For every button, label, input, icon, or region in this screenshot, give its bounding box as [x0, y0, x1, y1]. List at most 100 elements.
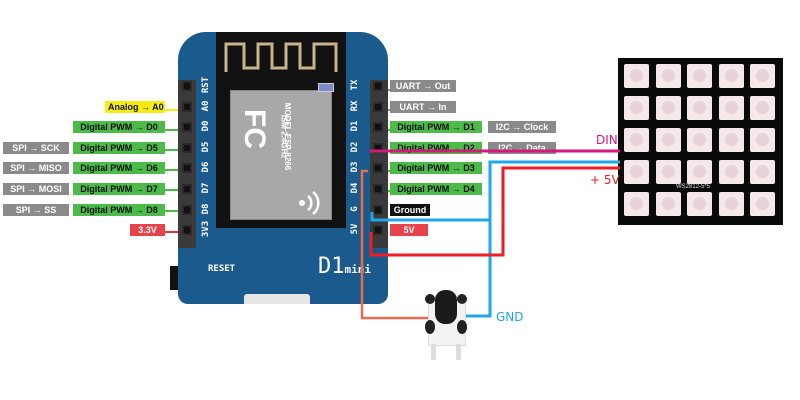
button-foot-br [457, 320, 467, 334]
label-d0: Digital PWM → D0 [73, 121, 165, 134]
led-pixel [655, 128, 681, 152]
alt-label-d2: I2C → Data [488, 141, 556, 154]
button-cap [435, 290, 457, 324]
led-lens [724, 101, 738, 114]
pin-d4 [373, 184, 383, 194]
led-lens [693, 101, 706, 114]
led-pixel [655, 64, 681, 88]
pin-d8 [182, 204, 192, 215]
button-foot-tr [457, 294, 467, 304]
led-pixel [718, 128, 744, 152]
led-pixel [718, 64, 744, 88]
board-name-sub: mini [344, 263, 372, 276]
alt-label-d1: I2C → Clock [488, 121, 556, 134]
led-pixel [624, 96, 649, 120]
led-lens [630, 197, 643, 210]
pin-3v3 [182, 225, 192, 236]
pin-d7 [182, 184, 192, 194]
led-pixel [750, 64, 775, 88]
button-foot-bl [425, 320, 435, 334]
led-pixel [687, 160, 712, 184]
reset-button[interactable] [170, 266, 178, 290]
led-lens [630, 69, 643, 82]
led-lens [630, 101, 643, 114]
led-pixel [655, 160, 681, 184]
led-lens [693, 69, 706, 82]
label-tx: UART → Out [390, 80, 456, 92]
button-foot-tl [425, 294, 435, 304]
led-indicator [318, 83, 334, 92]
push-button[interactable] [425, 290, 467, 362]
led-pixel [750, 160, 775, 184]
button-leg-right [456, 344, 461, 360]
led-lens [661, 69, 675, 82]
button-leg-left [431, 344, 436, 360]
esp8266-module [230, 90, 332, 220]
led-pixel [718, 160, 744, 184]
led-lens [756, 69, 769, 82]
alt-label-d7: SPI → MOSI [3, 183, 69, 195]
pin-d1 [373, 122, 383, 133]
led-pixel [687, 96, 712, 120]
pin-g [373, 204, 383, 215]
antenna-area [216, 32, 346, 80]
led-lens [661, 165, 675, 178]
led-lens [693, 165, 706, 178]
board-name-main: D1 [318, 254, 345, 279]
pin-5v [373, 225, 383, 236]
reset-label: RESET [208, 264, 236, 274]
pin-d2 [373, 142, 383, 153]
pin-rst [182, 81, 192, 91]
led-pixel [718, 192, 744, 216]
fc-logo: FC [238, 109, 271, 149]
led-pixel [750, 192, 775, 216]
module-line-2: ISM 2.4GHz [279, 114, 289, 159]
led-lens [693, 197, 706, 210]
label-g: Ground [390, 203, 430, 216]
led-pixel [655, 192, 681, 216]
led-pixel [750, 128, 775, 152]
led-pixel [655, 96, 681, 120]
gnd-label: GND [496, 310, 524, 324]
label-d2: Digital PWM → D2 [390, 141, 482, 154]
label-d1: Digital PWM → D1 [390, 121, 482, 134]
matrix-label: WS2812-5*5 [676, 184, 711, 190]
led-lens [756, 165, 769, 178]
label-a0: Analog → A0 [105, 100, 165, 113]
pin-a0 [182, 101, 192, 112]
led-pixel [624, 64, 649, 88]
led-lens [724, 165, 738, 178]
usb-port [244, 294, 310, 304]
led-lens [724, 133, 738, 146]
led-lens [724, 69, 738, 82]
antenna-trace [224, 42, 338, 72]
label-d3: Digital PWM → D3 [390, 162, 482, 175]
label-d4: Digital PWM → D4 [390, 183, 482, 195]
ws2812-matrix: WS2812-5*5 [618, 58, 783, 225]
module-text: MODEL ESP-8266 ISM 2.4GHz [272, 92, 328, 182]
led-lens [661, 197, 675, 210]
led-lens [756, 101, 769, 114]
din-label: DIN [596, 133, 618, 147]
led-lens [724, 197, 738, 210]
label-d8: Digital PWM → D8 [73, 203, 165, 216]
pin-label-5v: 5V [350, 223, 360, 235]
alt-label-d5: SPI → SCK [3, 141, 69, 154]
board-name: D1mini [318, 254, 371, 279]
led-pixel [624, 192, 649, 216]
led-lens [661, 101, 675, 114]
label-5v: 5V [390, 224, 428, 237]
led-pixel [718, 96, 744, 120]
pin-rx [373, 101, 383, 112]
pin-d5 [182, 142, 192, 153]
led-pixel [687, 64, 712, 88]
led-lens [756, 197, 769, 210]
alt-label-d8: SPI → SS [3, 203, 69, 216]
pin-label-3v3: 3V3 [201, 221, 211, 238]
led-lens [693, 133, 706, 146]
led-lens [661, 133, 675, 146]
led-pixel [687, 192, 712, 216]
led-pixel [624, 160, 649, 184]
wifi-icon [299, 191, 320, 215]
led-lens [630, 165, 643, 178]
